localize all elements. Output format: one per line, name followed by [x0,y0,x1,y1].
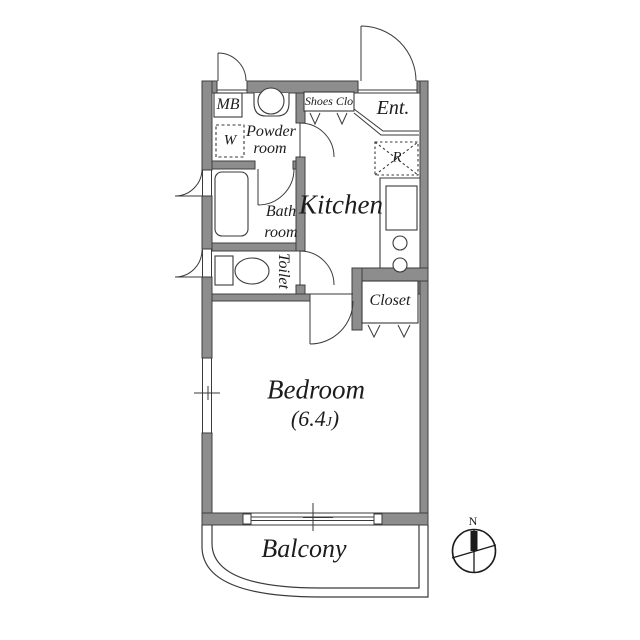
wall-bath-toilet [211,242,306,252]
closet-fold-mark-2 [397,324,411,339]
entrance-step [353,108,419,136]
wall-left-1 [201,80,213,171]
shoes-closet-label: Shoes Clo [304,94,354,108]
door-swings [174,25,417,345]
bathroom-label-line2: room [264,224,298,241]
entrance-step-line-2 [353,112,419,136]
powder-room-label-line2: room [253,140,287,157]
refrigerator-label: R [392,149,402,166]
toilet-tank [214,255,234,286]
washer-space [215,124,245,158]
shoes-closet-box [303,91,355,112]
toilet-label: Toilet [275,253,292,289]
entrance-door-threshold [357,81,418,94]
toilet-door-swing [299,250,335,286]
wall-bottom-right [381,512,429,526]
wall-closet-top [351,267,429,282]
bath-window-swing [174,168,203,197]
entrance-door-swing [360,25,417,82]
wall-bottom-left [201,512,244,526]
bath-window-opening [202,169,212,197]
balcony-outline [201,525,429,598]
stove-burner-2 [392,257,408,273]
bedroom-side-window [194,357,220,434]
stove-burner-1 [392,235,408,251]
balcony-label: Balcony [261,534,347,563]
wall-bedroom-top [211,293,311,302]
wall-left-3 [201,276,213,359]
closet-fold-mark-1 [367,324,381,339]
kitchen-sink [385,185,418,231]
powder-room-label-line1: Powder [246,123,296,140]
bedroom-label: Bedroom [267,374,365,405]
washer-label: W [223,132,237,149]
bathtub [214,171,249,237]
powder-door-swing [299,122,335,158]
toilet-window-swing [174,249,203,278]
washbasin-bowl [257,87,285,115]
compass [451,528,497,574]
mb-door-threshold [216,81,248,94]
bedroom-size-open: (6.4 [290,406,326,431]
entrance-step-line-1 [353,108,419,132]
bedroom-size-unit: J [325,414,332,429]
bathroom-door-swing [257,168,295,206]
mb-door-swing [217,52,247,82]
shoes-fold-mark-2 [336,112,348,126]
wall-closet-left [351,267,363,331]
fixtures [213,87,420,324]
balcony-inner-edge [211,525,420,589]
fold-marks [309,112,411,339]
kitchen-label: Kitchen [299,189,383,220]
bedroom-door-swing [309,300,354,345]
mb-label: MB [216,96,240,113]
closet-box [361,280,419,324]
wall-right [419,80,429,526]
wall-powder-bath-1 [211,160,256,170]
wall-left-4 [201,432,213,526]
balcony-outer-edge [201,525,429,598]
refrigerator-space [374,141,419,176]
entrance-label: Ent. [376,97,410,119]
opening-lines [202,81,418,295]
windows [194,357,383,531]
bathroom-label-line1: Bath [265,203,297,220]
bedroom-size-label: (6.4J) [291,408,339,430]
bedroom-size-close: ) [331,406,340,431]
shoes-fold-mark-1 [309,112,321,126]
meter-box [213,92,243,118]
closet-label: Closet [369,292,411,309]
toilet-window-opening [202,248,212,278]
wall-left-2 [201,195,213,250]
toilet-bowl [234,257,270,285]
compass-north-label: N [468,514,478,528]
balcony-window [242,503,383,531]
